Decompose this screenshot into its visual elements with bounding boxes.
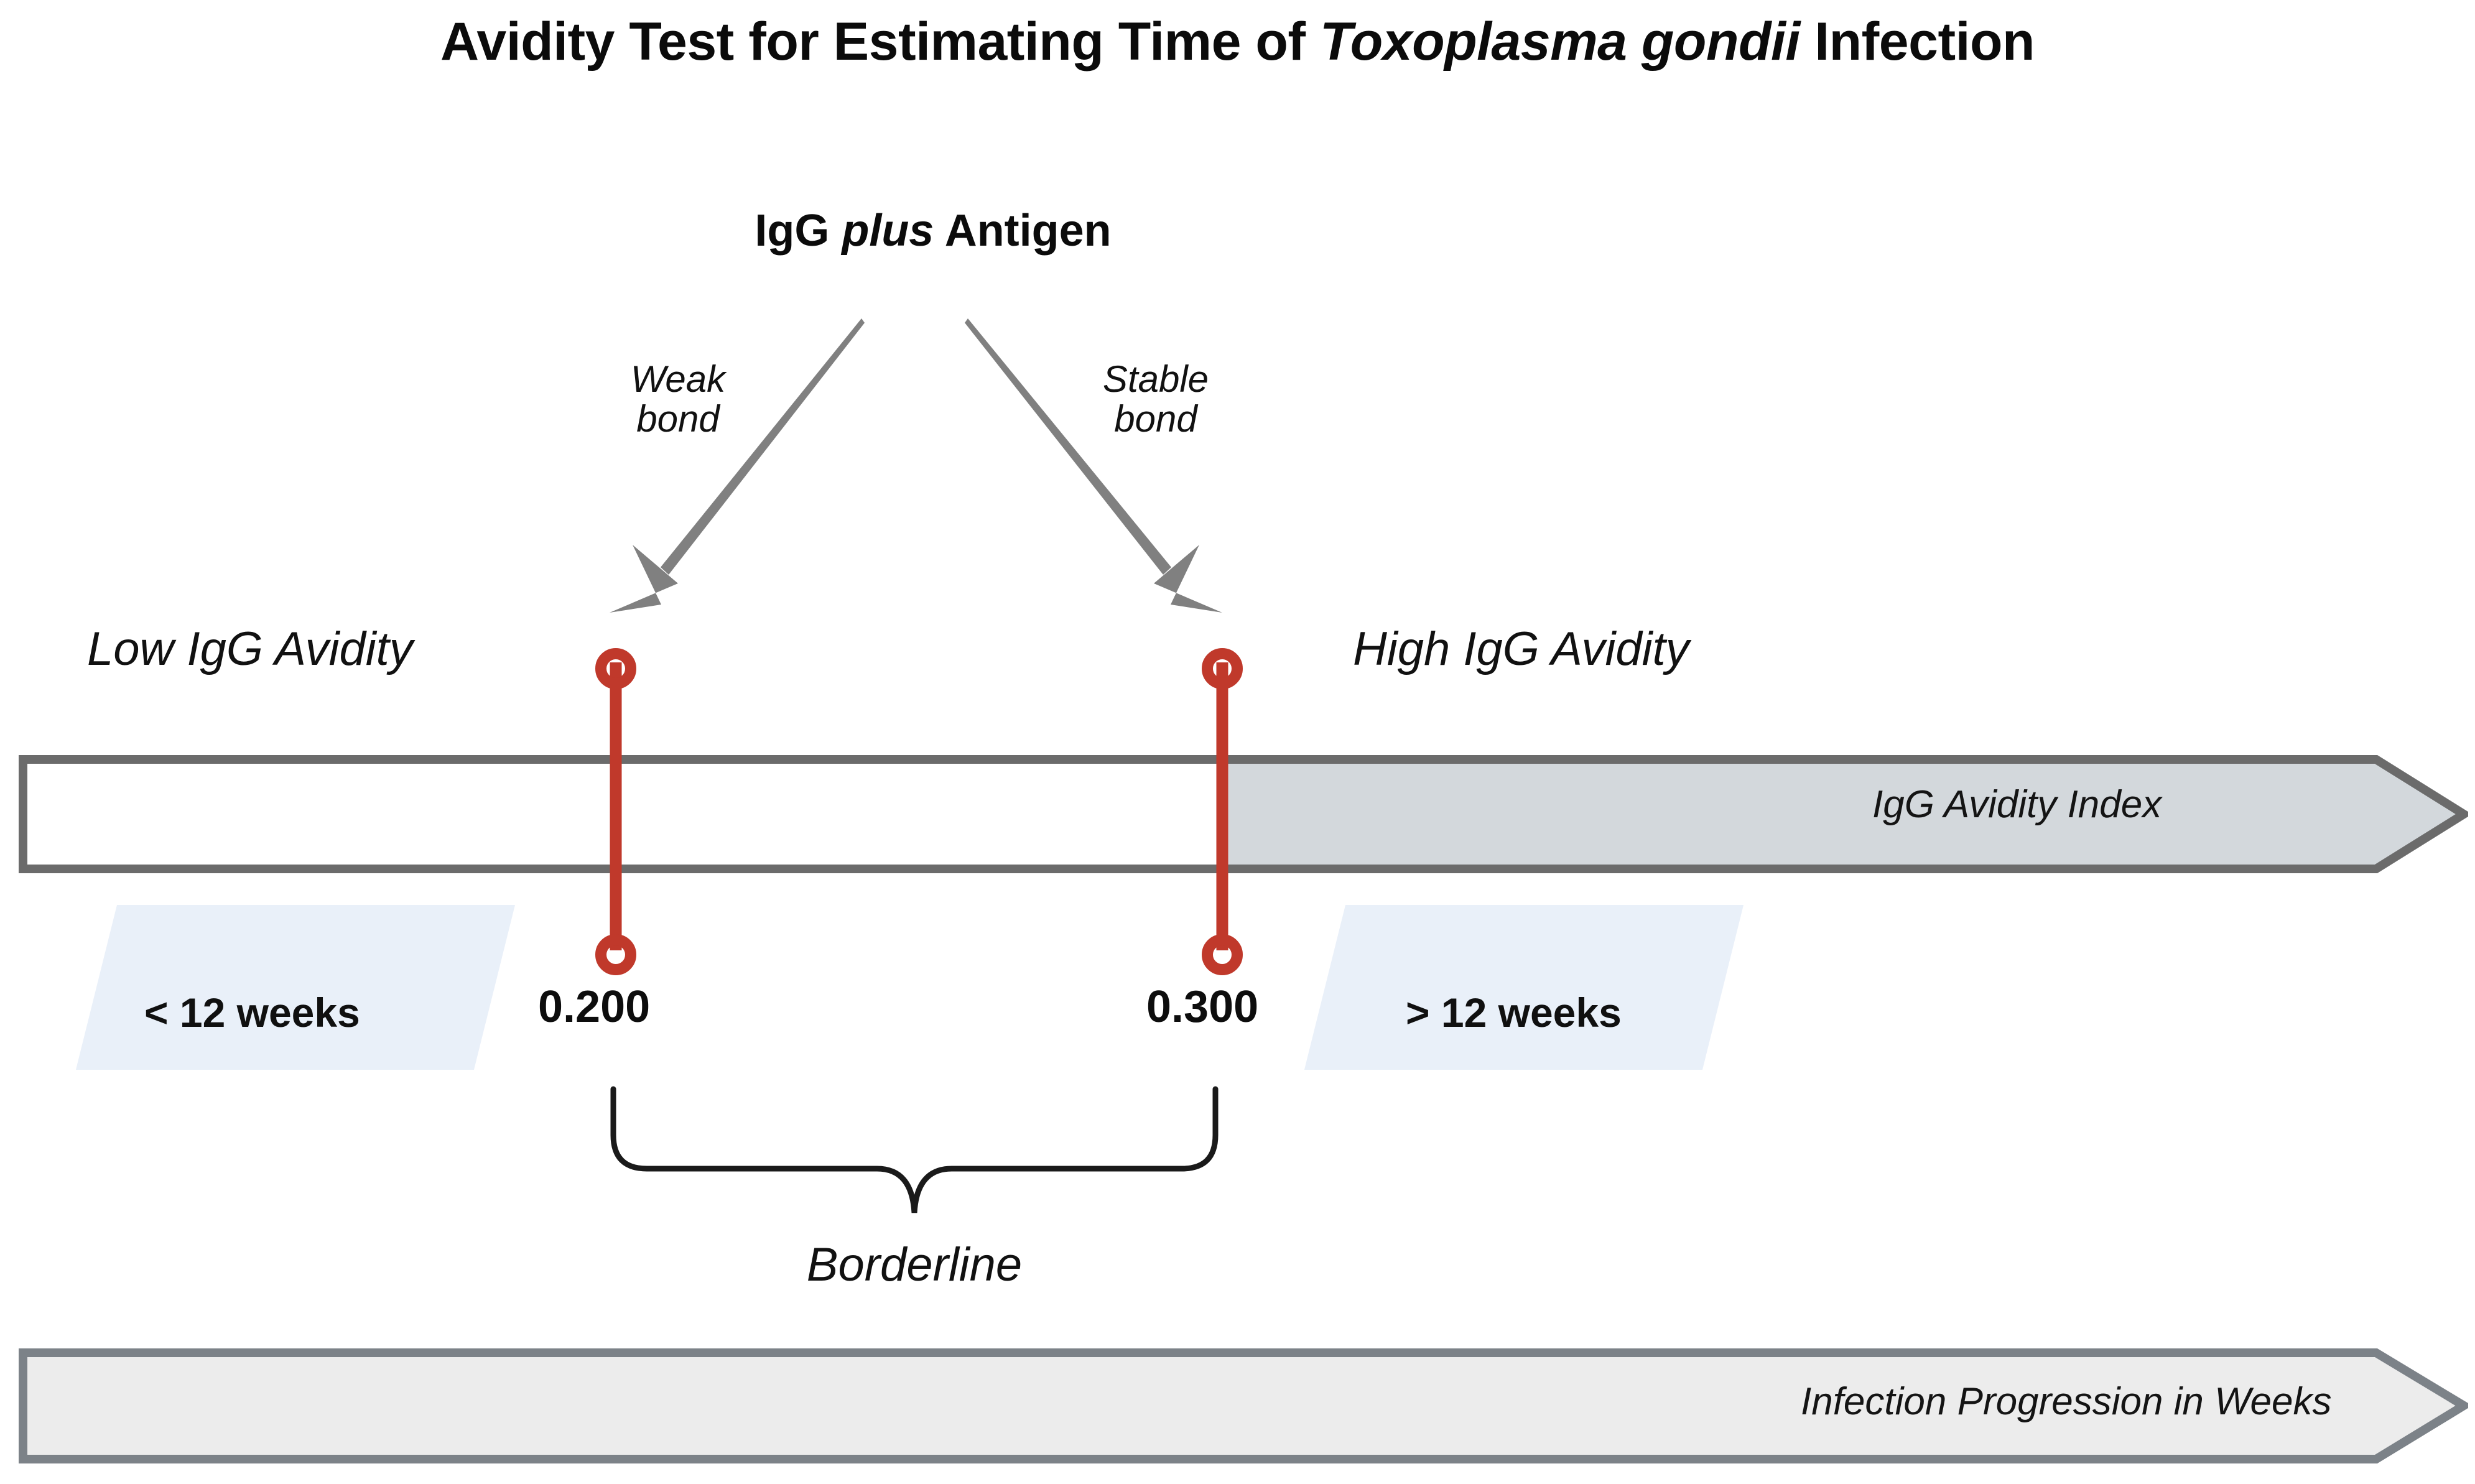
weak-bond-arrowhead [610, 545, 678, 613]
reaction-heading: IgG plus Antigen [622, 205, 1244, 256]
bond-arrows-group [610, 318, 1222, 613]
badge-under-12-weeks-label: < 12 weeks [144, 990, 360, 1036]
borderline-label: Borderline [806, 1238, 1023, 1291]
weak-bond-line2: bond [636, 397, 720, 440]
avidity-bar-low-segment [23, 759, 1222, 869]
threshold-low-bottom-ring [595, 934, 636, 975]
igg-avidity-index-label: IgG Avidity Index [1872, 783, 2162, 826]
igg-avidity-index-bar [19, 755, 2468, 873]
stable-bond-label: Stable bond [1062, 359, 1249, 438]
threshold-high-bottom-ring [1202, 934, 1243, 975]
reaction-prefix: IgG [755, 206, 842, 256]
weak-bond-label: Weak bond [585, 359, 771, 438]
weak-bond-line1: Weak [630, 358, 726, 400]
borderline-brace [610, 1086, 1219, 1213]
avidity-bar-outline [19, 755, 2468, 873]
avidity-bar-high-segment [1222, 759, 2464, 869]
low-avidity-label: Low IgG Avidity [87, 623, 413, 675]
progression-bar-fill [23, 1353, 2464, 1459]
threshold-high-top-ring [1202, 648, 1243, 689]
weak-bond-arrow [661, 318, 865, 575]
title-species-italic: Toxoplasma gondii [1319, 12, 1800, 72]
title-prefix: Avidity Test for Estimating Time of [440, 12, 1320, 72]
page-title: Avidity Test for Estimating Time of Toxo… [0, 11, 2475, 73]
infection-progression-bar [19, 1348, 2473, 1463]
stable-bond-arrowhead [1154, 545, 1222, 613]
stable-bond-line2: bond [1114, 397, 1197, 440]
badge-over-12-weeks-label: > 12 weeks [1406, 990, 1622, 1036]
infection-progression-label: Infection Progression in Weeks [1801, 1380, 2332, 1423]
borderline-brace-path [610, 1086, 1219, 1213]
high-avidity-label: High IgG Avidity [1353, 623, 1689, 675]
threshold-low-top-ring [595, 648, 636, 689]
threshold-high-value: 0.300 [1146, 982, 1259, 1032]
stable-bond-line1: Stable [1102, 358, 1209, 400]
threshold-low-value: 0.200 [538, 982, 651, 1032]
reaction-italic: plus [842, 206, 934, 256]
progression-bar-outline [19, 1348, 2473, 1463]
stable-bond-arrow [965, 318, 1171, 575]
reaction-suffix: Antigen [934, 206, 1112, 256]
title-suffix: Infection [1799, 12, 2035, 72]
